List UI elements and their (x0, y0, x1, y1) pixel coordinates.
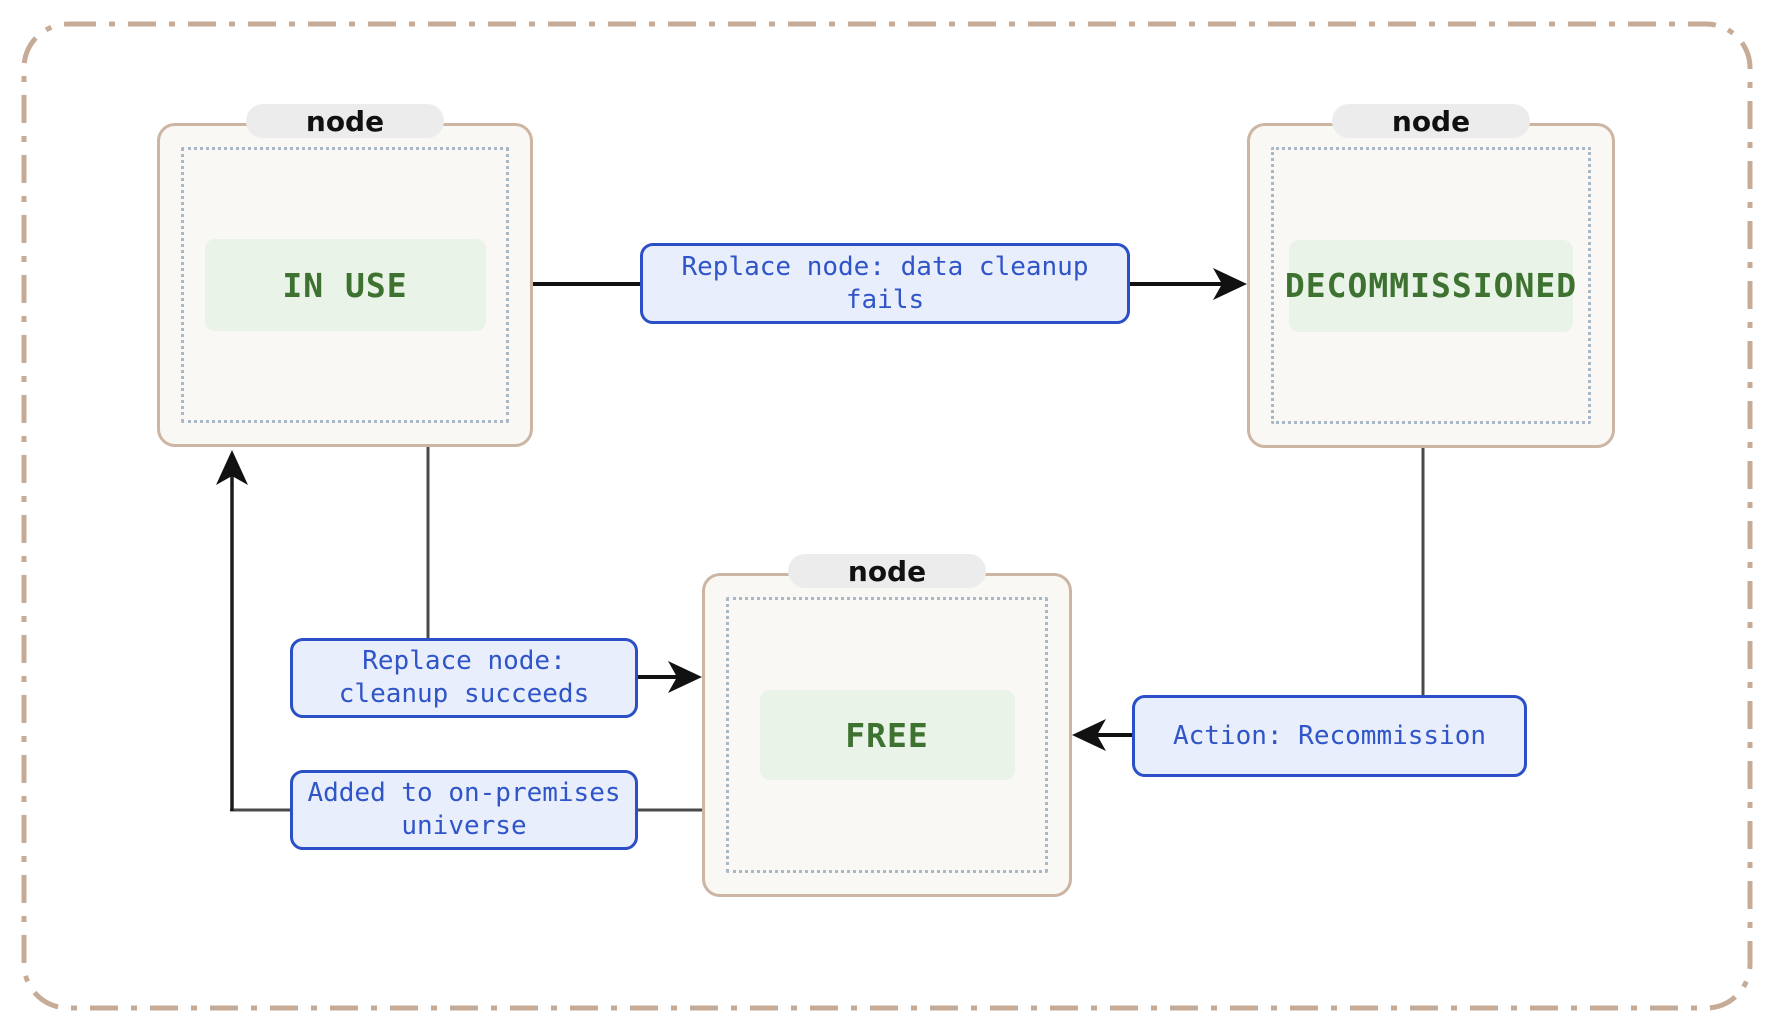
node-box-decommissioned: node DECOMMISSIONED (1247, 104, 1615, 448)
node-box-in-use: node IN USE (157, 104, 533, 447)
node-badge: node (1332, 104, 1530, 138)
node-badge-label: node (305, 104, 385, 138)
state-label: DECOMMISSIONED (1284, 266, 1578, 305)
node-badge: node (788, 554, 986, 588)
state-pill-decommissioned: DECOMMISSIONED (1285, 239, 1576, 332)
node-box-free: node FREE (702, 554, 1072, 897)
node-badge-label: node (847, 554, 927, 588)
state-pill-free: FREE (759, 690, 1015, 780)
state-label: FREE (845, 715, 929, 755)
node-badge: node (246, 104, 444, 138)
edge-label-replace-node-cleanup-succeeds: Replace node: cleanup succeeds (290, 638, 638, 718)
arrowhead-into-free-left (668, 661, 702, 693)
state-pill-in-use: IN USE (204, 239, 486, 331)
node-badge-label: node (1391, 104, 1471, 138)
edge-label-replace-node-data-cleanup-fails: Replace node: data cleanup fails (640, 243, 1130, 324)
arrowhead-into-free-right (1072, 719, 1106, 751)
outer-frame-border (21, 21, 1753, 1011)
arrowhead-into-decommissioned (1213, 268, 1247, 300)
arrowhead-into-inuse-bottom (216, 450, 248, 485)
state-label: IN USE (282, 265, 408, 305)
edge-label-action-recommission: Action: Recommission (1132, 695, 1527, 777)
edge-label-added-to-on-premises-universe: Added to on-premises universe (290, 770, 638, 850)
